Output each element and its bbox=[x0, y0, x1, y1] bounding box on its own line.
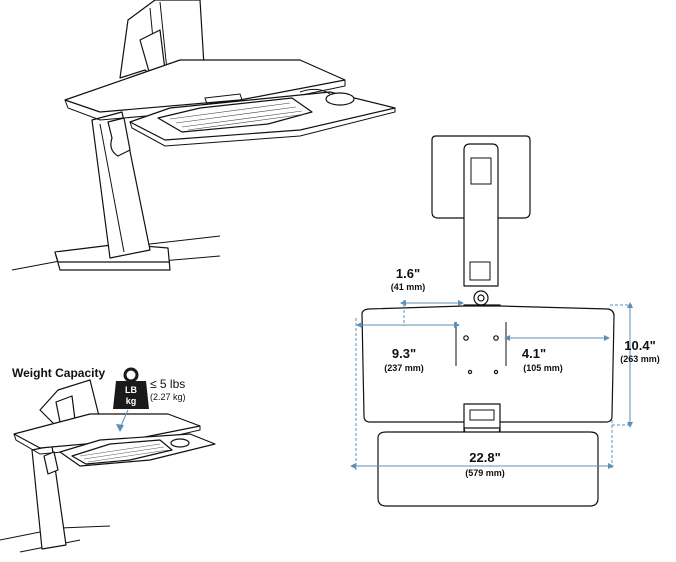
dimension-lines bbox=[350, 300, 633, 470]
dim-4-value: 10.4" bbox=[624, 338, 655, 353]
dim-1-value: 1.6" bbox=[396, 266, 420, 281]
dim-3-metric: (105 mm) bbox=[523, 363, 563, 373]
dim-2-value: 9.3" bbox=[392, 346, 416, 361]
weight-max-lbs: ≤ 5 lbs bbox=[150, 377, 185, 391]
dim-2-metric: (237 mm) bbox=[384, 363, 424, 373]
dim-3-value: 4.1" bbox=[522, 346, 546, 361]
weight-icon-unit-lb: LB bbox=[125, 385, 137, 395]
workstation-small-illustration bbox=[0, 379, 216, 553]
workstation-main-illustration bbox=[11, 0, 396, 271]
dim-4-metric: (263 mm) bbox=[620, 354, 660, 364]
weight-capacity-title: Weight Capacity bbox=[12, 366, 105, 380]
weight-icon-unit-kg: kg bbox=[126, 396, 137, 406]
weight-icon: LB kg bbox=[113, 367, 149, 409]
top-view-drawing bbox=[361, 135, 615, 507]
dim-1-metric: (41 mm) bbox=[391, 282, 426, 292]
dim-5-metric: (579 mm) bbox=[465, 468, 505, 478]
dim-5-value: 22.8" bbox=[469, 450, 500, 465]
weight-max-kg: (2.27 kg) bbox=[150, 392, 186, 402]
